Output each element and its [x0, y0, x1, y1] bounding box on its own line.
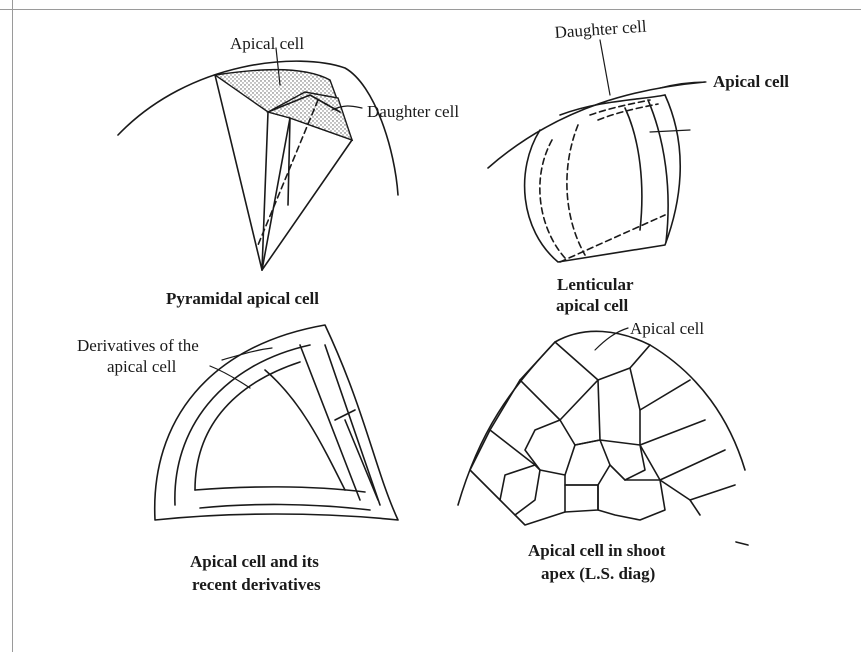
label-apical-cell-lenticular: Apical cell: [713, 72, 789, 91]
apical-cell-wall: [555, 342, 650, 380]
caption-shoot-line2: apex (L.S. diag): [541, 564, 655, 583]
hex-cell-1: [525, 420, 575, 475]
caption-derivatives-line1: Apical cell and its: [190, 552, 319, 571]
pyramid-edge-right: [262, 140, 352, 270]
base-line-1: [195, 487, 365, 492]
label-daughter-cell-pyramidal: Daughter cell: [367, 102, 459, 121]
lens-inner-curve-2: [567, 125, 585, 255]
lens-bottom-hidden: [560, 215, 665, 262]
caption-lenticular-line2: apical cell: [556, 296, 629, 315]
triangle-arc-2: [195, 362, 300, 490]
mark-dash: [736, 542, 748, 545]
lens-segment-1: [625, 108, 642, 230]
lenticular-apical-cell-figure: Daughter cell Apical cell Lenticular api…: [488, 17, 789, 315]
cell-wall-a: [575, 380, 600, 445]
base-line-2: [200, 504, 370, 510]
derivatives-figure: Derivatives of the apical cell Apical ce…: [77, 325, 398, 594]
cell-wall-e: [520, 342, 598, 420]
lens-surface-arc: [488, 82, 705, 168]
hex-cell-4: [500, 465, 540, 515]
lens-pointer: [650, 130, 690, 132]
label-apical-cell-shoot: Apical cell: [630, 319, 704, 338]
derivatives-leader-2: [210, 366, 250, 388]
pyramidal-apical-cell-figure: Apical cell Daughter cell Pyramidal apic…: [118, 34, 459, 308]
caption-shoot-line1: Apical cell in shoot: [528, 541, 666, 560]
daughter-dash-2: [598, 104, 658, 120]
lens-inner-curve-1: [540, 140, 565, 258]
label-derivatives-line1: Derivatives of the: [77, 336, 199, 355]
cell-wall-h: [515, 512, 565, 525]
cell-wall-d: [640, 445, 725, 480]
hex-cell-3: [600, 440, 645, 480]
cell-wall-i: [660, 480, 735, 500]
hex-cell-5: [598, 480, 665, 520]
cell-wall-c: [640, 410, 705, 445]
cell-wall-f: [490, 380, 535, 465]
cell-wall-j: [690, 500, 700, 515]
cell-wall-b: [630, 368, 690, 410]
daughter-cell-leader-lens: [600, 40, 610, 95]
shoot-apex-figure: Apical cell Apical cell in shoot apex (L…: [458, 319, 748, 583]
hex-cell-2: [565, 440, 610, 485]
label-derivatives-line2: apical cell: [107, 357, 177, 376]
lens-body-outline: [525, 95, 681, 262]
derivatives-leader-1: [222, 348, 272, 360]
label-daughter-cell-lenticular: Daughter cell: [554, 17, 647, 42]
caption-lenticular-line1: Lenticular: [557, 275, 634, 294]
caption-pyramidal: Pyramidal apical cell: [166, 289, 319, 308]
label-apical-cell-pyramidal: Apical cell: [230, 34, 304, 53]
pyramid-edge-left: [215, 75, 262, 270]
small-wall: [335, 410, 355, 420]
right-wall-3: [345, 420, 378, 500]
caption-derivatives-line2: recent derivatives: [192, 575, 321, 594]
cell-wall-g: [470, 430, 500, 500]
square-cell: [565, 485, 598, 512]
